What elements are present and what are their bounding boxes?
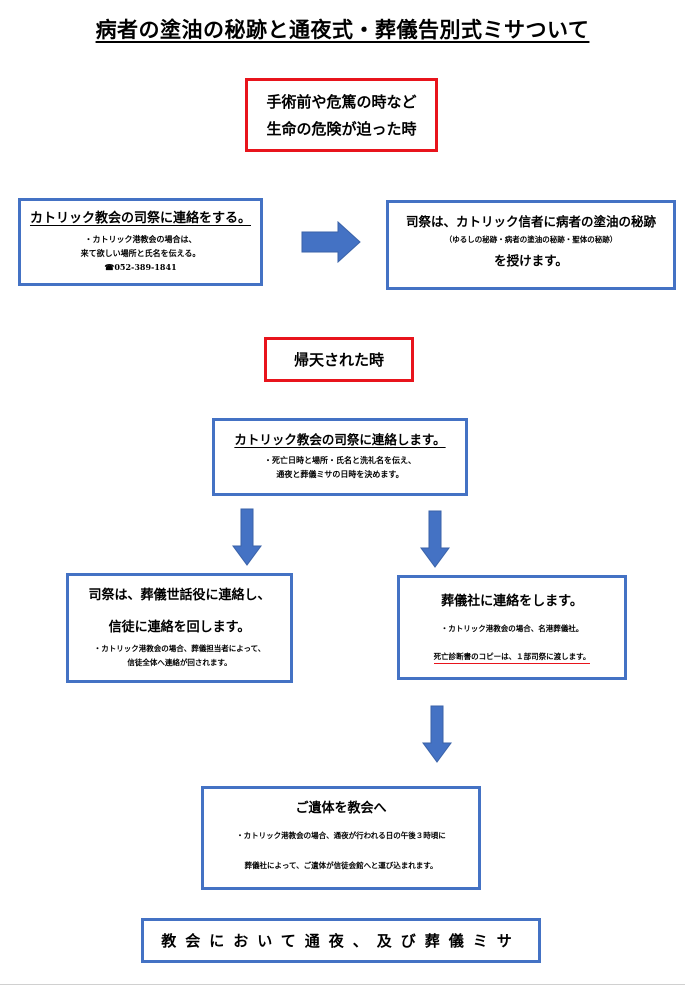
page-title: 病者の塗油の秘跡と通夜式・葬儀告別式ミサついて: [0, 14, 685, 44]
death-label: 帰天された時: [293, 351, 384, 369]
danger-line-2: 生命の危険が迫った時: [266, 120, 417, 138]
danger-condition-box: 手術前や危篤の時など 生命の危険が迫った時: [245, 78, 438, 152]
danger-line-1: 手術前や危篤の時など: [266, 93, 417, 111]
body-to-church-heading: ご遺体を教会へ: [295, 801, 387, 816]
priest-sacrament-box: 司祭は、カトリック信者に病者の塗油の秘跡 （ゆるしの秘跡・病者の塗油の秘跡・聖体…: [386, 200, 676, 290]
priest-funeral-coordinator-box: 司祭は、葬儀世話役に連絡し、 信徒に連絡を回します。 ・カトリック港教会の場合、…: [66, 573, 293, 683]
contact-priest-phone: ☎052-389-1841: [104, 262, 177, 272]
final-service-box: 教会において通夜、及び葬儀ミサ: [141, 918, 541, 963]
page-bottom-divider: [0, 984, 685, 985]
contact-priest-heading: カトリック教会の司祭に連絡をする。: [29, 211, 251, 226]
death-box: 帰天された時: [264, 337, 414, 382]
right-arrow-icon: [301, 221, 361, 263]
funeral-company-note-2: 死亡診断書のコピーは、１部司祭に渡します。: [433, 651, 591, 664]
down-arrow-right-icon: [420, 510, 450, 568]
priest-sacrament-note: （ゆるしの秘跡・病者の塗油の秘跡・聖体の秘跡）: [444, 235, 618, 244]
funeral-company-heading: 葬儀社に連絡をします。: [441, 594, 583, 609]
page-title-text: 病者の塗油の秘跡と通夜式・葬儀告別式ミサついて: [95, 17, 590, 42]
priest-sacrament-line-2: を授けます。: [494, 253, 568, 268]
contact-priest-after-death-note-1: ・死亡日時と場所・氏名と洗礼名を伝え、: [264, 455, 416, 465]
priest-funeral-line-1: 司祭は、葬儀世話役に連絡し、: [88, 588, 271, 603]
down-arrow-left-icon: [232, 508, 262, 566]
down-arrow-bottom-icon: [422, 705, 452, 763]
contact-priest-after-death-heading: カトリック教会の司祭に連絡します。: [234, 432, 446, 447]
contact-priest-note-1: ・カトリック港教会の場合は、: [84, 234, 197, 244]
body-to-church-box: ご遺体を教会へ ・カトリック港教会の場合、通夜が行われる日の午後３時頃に 葬儀社…: [201, 786, 481, 890]
priest-sacrament-line-1: 司祭は、カトリック信者に病者の塗油の秘跡: [405, 214, 656, 229]
final-service-label: 教会において通夜、及び葬儀ミサ: [161, 932, 521, 950]
priest-funeral-note-2: 信徒全体へ連絡が回されます。: [127, 658, 232, 667]
priest-funeral-note-1: ・カトリック港教会の場合、葬儀担当者によって、: [93, 644, 266, 653]
funeral-company-note-1: ・カトリック港教会の場合、名港葬儀社。: [440, 624, 584, 633]
body-to-church-note-2: 葬儀社によって、ご遺体が信徒会館へと運び込まれます。: [244, 861, 438, 870]
body-to-church-note-1: ・カトリック港教会の場合、通夜が行われる日の午後３時頃に: [236, 831, 446, 840]
contact-priest-box: カトリック教会の司祭に連絡をする。 ・カトリック港教会の場合は、 来て欲しい場所…: [18, 198, 263, 286]
contact-priest-after-death-note-2: 通夜と葬儀ミサの日時を決めます。: [276, 469, 404, 479]
contact-priest-note-2: 来て欲しい場所と氏名を伝える。: [80, 248, 201, 258]
priest-funeral-line-2: 信徒に連絡を回します。: [108, 620, 251, 635]
funeral-company-box: 葬儀社に連絡をします。 ・カトリック港教会の場合、名港葬儀社。 死亡診断書のコピ…: [397, 575, 627, 680]
contact-priest-after-death-box: カトリック教会の司祭に連絡します。 ・死亡日時と場所・氏名と洗礼名を伝え、 通夜…: [212, 418, 468, 496]
